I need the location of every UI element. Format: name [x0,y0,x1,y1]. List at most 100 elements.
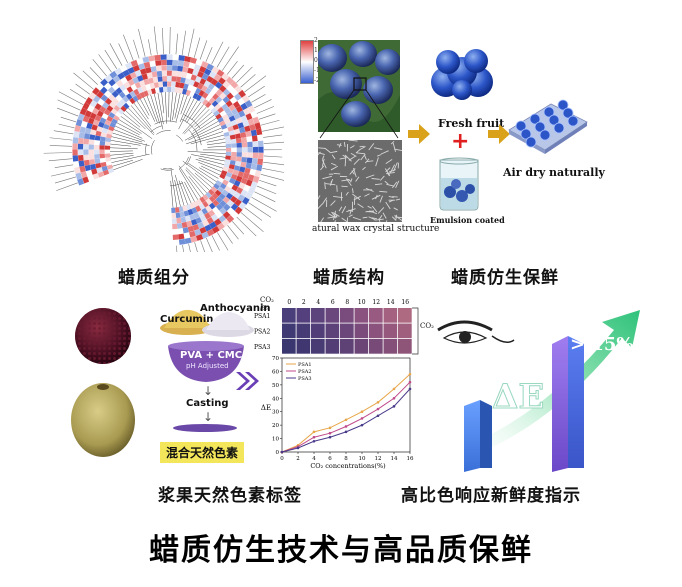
chart-legend-label: PSA2 [298,369,312,375]
plus-icon: + [451,129,470,154]
blueberry-photo [318,40,400,132]
anthocyanin-powder-icon [202,312,254,337]
color-indicator-graphic: ΔE > 15% [437,310,640,472]
chart-point [360,417,364,420]
grid-cell [369,308,383,323]
grid-cell [311,339,325,354]
arrow-right-icon [488,124,510,144]
chart-point [408,380,412,384]
film-disc [173,424,237,432]
eye-icon [437,320,515,344]
grid-cell [340,308,354,323]
grid-cell [369,339,383,354]
curcumin-powder-icon [160,309,214,335]
grid-column-label: 12 [372,299,380,306]
grid-cell [311,308,325,323]
pva-cmc-bowl-icon [168,341,244,382]
chart-y-tick-label: 70 [272,356,279,362]
grid-cell [398,323,412,339]
grid-cell [383,339,398,354]
chart-y-tick-label: 10 [272,437,279,443]
percent-text: > 15% [570,334,634,355]
grid-cell [383,308,398,323]
chart-point [408,387,412,391]
chart-y-tick-label: 20 [272,423,279,429]
chart-point [296,446,300,450]
grid-cell [311,323,325,339]
chart-point [376,414,380,418]
chart-x-tick-label: 14 [391,456,398,462]
chart-x-tick-label: 8 [344,456,348,462]
chart-point [312,439,316,443]
grid-column-label: 6 [331,299,335,306]
red-bayberry-photo [75,308,131,364]
grid-cell [354,339,369,354]
chart-legend-label: PSA1 [298,362,312,368]
heatmap-label-rays [43,26,284,252]
chart-xlabel: CO₂ concentrations(%) [310,462,386,470]
grid-column-label: 8 [345,299,349,306]
grid-cell [398,308,412,323]
grid-cell [340,339,354,354]
arrow-right-icon [408,124,430,144]
chart-point [376,407,380,411]
grid-cell [325,323,340,339]
ph-adjusted-label: pH Adjusted [186,362,229,370]
grid-cell [354,323,369,339]
circular-heatmap [43,26,284,252]
grid-row-label: PSA3 [254,344,270,351]
grid-cell [282,339,296,354]
chart-x-tick-label: 16 [407,456,414,462]
chart-x-tick-label: 6 [328,456,332,462]
grid-cell [340,323,354,339]
fresh-fruit-label: Fresh fruit [438,117,505,130]
grid-cell [354,308,369,323]
grid-side-label: CO₂ [420,322,434,330]
chart-point [392,396,396,400]
mixed-pigment-badge: 混合天然色素 [160,442,245,463]
chart-x-tick-label: 0 [280,456,284,462]
grid-cell [282,323,296,339]
grid-cell [325,339,340,354]
grid-cell [296,308,311,323]
chart-point [376,401,380,404]
emulsion-coated-label: Emulsion coated [430,215,505,225]
anthocyanin-label: Anthocyanin [200,303,271,314]
grid-column-label: 14 [387,299,395,306]
chart-y-tick-label: 40 [272,396,279,402]
chart-point [392,387,396,391]
grid-cell [325,308,340,323]
grid-row-label: PSA2 [254,328,270,335]
grid-co2-header: CO₂ [260,296,274,304]
grid-cell [398,339,412,354]
grid-cell [296,339,311,354]
caption-wax-structure: 蜡质结构 [313,268,385,288]
arrow-down-icon: ↓ [203,410,214,424]
fresh-blueberries-icon [431,49,493,100]
main-title: 蜡质仿生技术与高品质保鲜 [149,533,533,568]
double-chevron-right-icon [236,372,259,390]
caption-wax-biomimetic: 蜡质仿生保鲜 [451,268,559,288]
caption-berry-label: 浆果天然色素标签 [158,486,302,506]
chart-point [328,426,332,430]
chart-point [392,405,396,408]
grid-cell [282,308,296,323]
chart-point [312,435,316,439]
chart-series-line-psa1 [281,373,411,453]
chart-x-tick-label: 12 [375,456,382,462]
arrow-down-icon: ↓ [203,384,214,398]
chart-x-tick-label: 4 [312,456,316,462]
chart-point [344,425,348,428]
curcumin-label: Curcumin [160,314,214,325]
grid-column-label: 0 [287,299,291,306]
chart-point [360,410,364,414]
grid-cell [296,323,311,339]
kiwifruit-photo [71,383,135,457]
chart-ylabel: ΔE [261,404,271,412]
chart-point [344,430,348,434]
grid-unit-label: /% [260,305,268,312]
heatmap-ring [72,54,264,246]
grid-column-label: 2 [302,299,306,306]
